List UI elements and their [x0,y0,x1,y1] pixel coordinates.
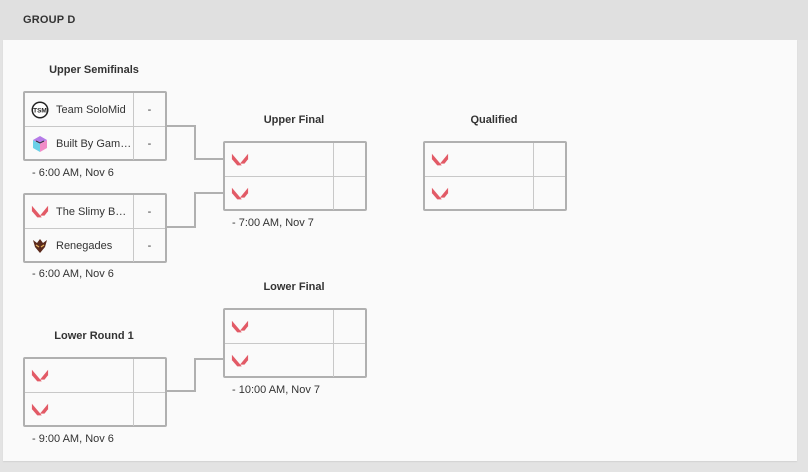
connector-usf1-uf [166,125,224,160]
team-score [334,143,365,176]
team-cell [425,177,534,210]
match-time: - 9:00 AM, Nov 6 [32,433,114,445]
team-score: - [147,239,152,252]
team-score: - [147,137,152,150]
valorant-logo-icon [231,185,249,203]
valorant-logo-icon [231,352,249,370]
team-score [134,359,165,392]
match-row[interactable] [25,393,165,426]
team-cell: Built By Gamers [25,127,134,160]
team-cell [225,143,334,176]
valorant-logo-icon [231,151,249,169]
bbg-logo-icon [31,135,49,153]
valorant-logo-icon [431,185,449,203]
team-score [134,393,165,426]
round-title-qualified: Qualified [470,114,518,126]
team-cell [25,393,134,426]
match-lower-final [223,308,367,378]
tsm-logo-icon: TSM [31,101,49,119]
valorant-logo-icon [31,401,49,419]
match-time: - 6:00 AM, Nov 6 [32,268,114,280]
round-title-lower-round-1: Lower Round 1 [54,330,134,342]
team-cell [225,177,334,210]
team-cell: Renegades [25,229,134,262]
match-lower-round-1 [23,357,167,427]
team-score [534,143,565,176]
match-upper-final [223,141,367,211]
team-score [334,310,365,343]
team-name: Built By Gamers [56,137,132,150]
match-row[interactable] [225,344,365,377]
team-cell [225,344,334,377]
team-name: The Slimy Boys [56,205,132,218]
connector-lr1-lf [166,358,224,392]
team-name: Team SoloMid [56,103,126,116]
match-row[interactable]: Built By Gamers - [25,127,165,160]
team-cell: TSM Team SoloMid [25,93,134,126]
team-score [534,177,565,210]
renegades-logo-icon [31,237,49,255]
team-score: - [147,205,152,218]
match-row[interactable]: Renegades - [25,229,165,262]
valorant-logo-icon [31,203,49,221]
team-cell [225,310,334,343]
team-score [334,344,365,377]
match-time: - 6:00 AM, Nov 6 [32,167,114,179]
match-row[interactable] [225,310,365,344]
match-row[interactable] [425,177,565,210]
match-row[interactable]: The Slimy Boys - [25,195,165,229]
match-row[interactable] [225,177,365,210]
match-time: - 7:00 AM, Nov 7 [232,217,314,229]
group-title: GROUP D [23,14,76,26]
team-name: Renegades [56,239,113,252]
team-score: - [147,103,152,116]
match-qualified [423,141,567,211]
connector-usf2-uf [166,192,224,228]
round-title-lower-final: Lower Final [263,281,325,293]
team-cell [425,143,534,176]
team-score [334,177,365,210]
group-header: GROUP D [0,0,808,40]
match-time: - 10:00 AM, Nov 7 [232,384,321,396]
team-cell: The Slimy Boys [25,195,134,228]
valorant-logo-icon [231,318,249,336]
match-upper-semifinal-2: The Slimy Boys - Renegades - [23,193,167,263]
round-title-upper-final: Upper Final [263,114,325,126]
match-row[interactable]: TSM Team SoloMid - [25,93,165,127]
round-title-upper-semifinals: Upper Semifinals [49,64,139,76]
valorant-logo-icon [31,367,49,385]
match-row[interactable] [25,359,165,393]
match-upper-semifinal-1: TSM Team SoloMid - Built By Gamers - [23,91,167,161]
valorant-logo-icon [431,151,449,169]
svg-text:TSM: TSM [33,107,47,114]
match-row[interactable] [225,143,365,177]
match-row[interactable] [425,143,565,177]
team-cell [25,359,134,392]
